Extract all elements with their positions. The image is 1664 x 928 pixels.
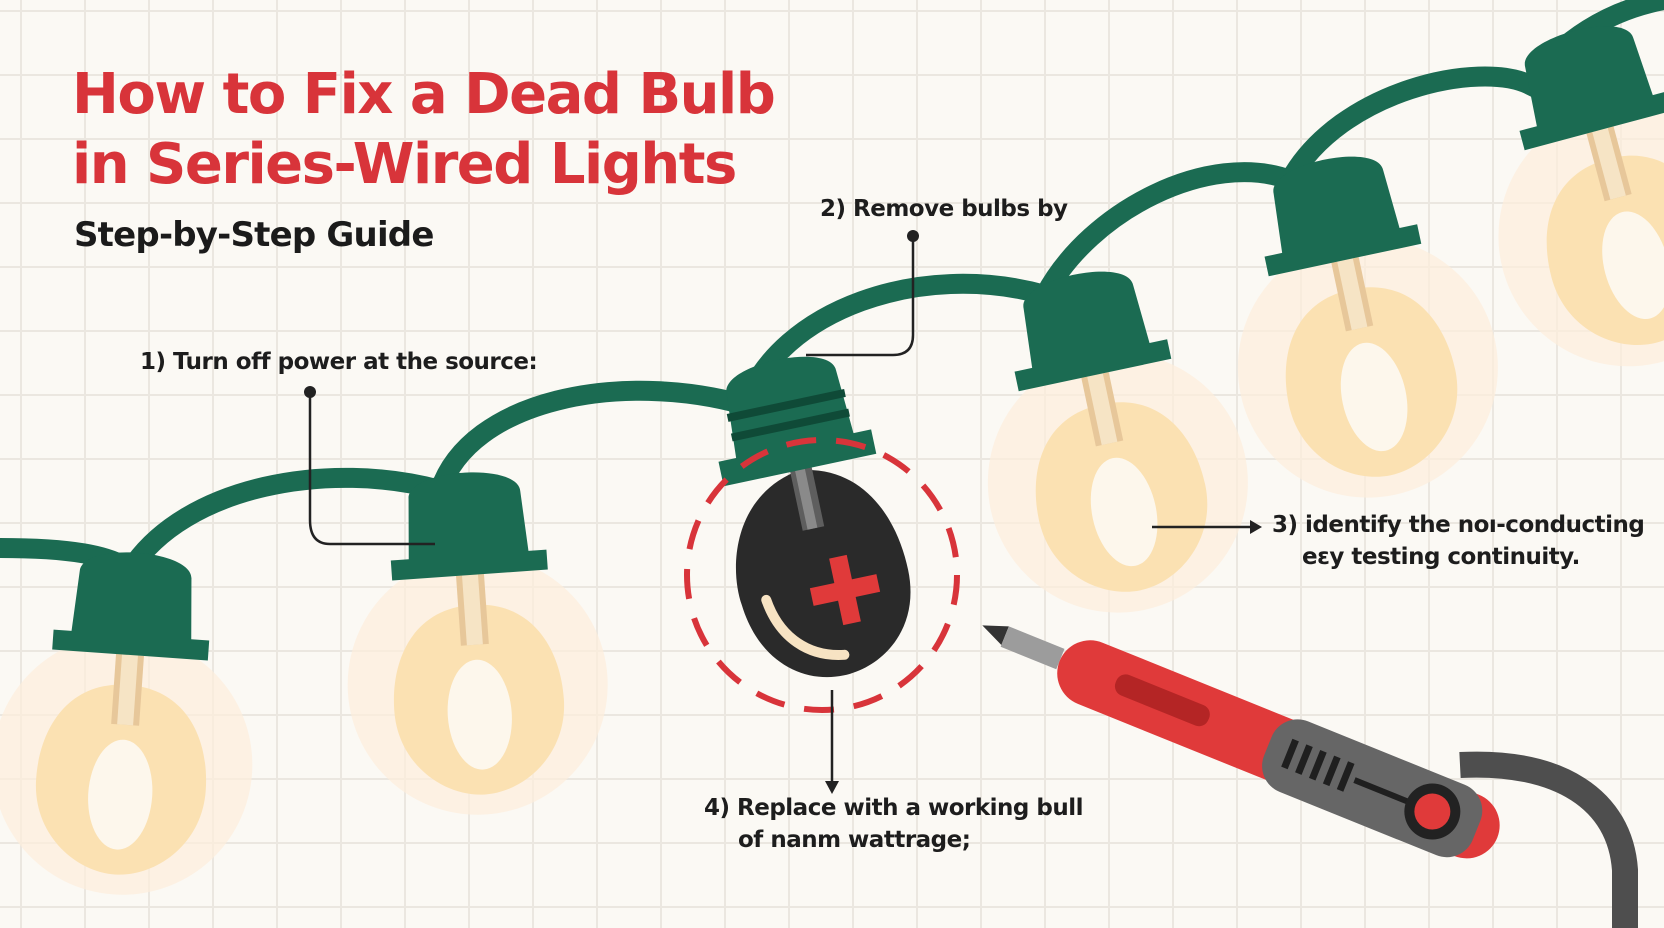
step-3-line-1: 3) identify the noı-conducting <box>1272 512 1645 538</box>
wire <box>0 0 1664 585</box>
step-4-label: 4) Replace with a working bull of nanm w… <box>704 792 1084 856</box>
step-4-line-2: of nanm wattrage; <box>738 827 971 853</box>
step-1-label: 1) Turn off power at the source: <box>140 349 538 375</box>
callout-line-step1 <box>308 392 435 546</box>
page-title: How to Fix a Dead Bulb in Series-Wired L… <box>72 60 776 200</box>
lit-bulb <box>0 543 267 904</box>
x-mark-icon <box>809 554 881 626</box>
dead-bulb <box>718 356 911 678</box>
lit-bulb <box>333 463 617 824</box>
continuity-tester-icon <box>982 625 1638 928</box>
fault-highlight-circle <box>684 437 960 713</box>
title-line-2: in Series-Wired Lights <box>72 132 737 197</box>
step-2-label: 2) Remove bulbs by <box>820 196 1068 222</box>
step-3-label: 3) identify the noı-conducting eɛy testi… <box>1272 509 1645 573</box>
step-3-line-2: eɛy testing continuity. <box>1302 544 1580 570</box>
step-4-line-1: 4) Replace with a working bull <box>704 795 1084 821</box>
lit-bulb <box>946 247 1273 637</box>
callout-line-step2 <box>806 236 915 357</box>
subtitle: Step-by-Step Guide <box>74 215 434 255</box>
title-line-1: How to Fix a Dead Bulb <box>72 62 776 127</box>
